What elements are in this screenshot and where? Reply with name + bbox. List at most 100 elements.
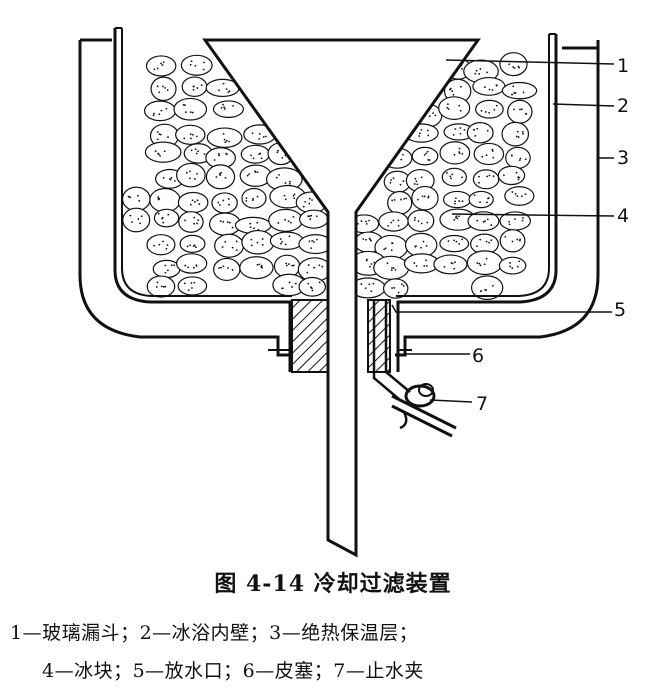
ice-speck [456,217,459,220]
ice-block [153,208,180,228]
ice-speck [453,218,456,221]
ice-speck [260,264,263,267]
ice-speck [476,219,479,222]
ice-speck [128,195,131,198]
ice-speck [218,267,221,269]
ice-speck [517,65,520,68]
ice-speck [183,282,186,285]
ice-speck [308,202,311,205]
ice-speck [293,193,296,196]
ice-speck [227,198,230,200]
ice-speck [294,282,297,285]
ice-speck [399,183,402,186]
ice-bath-inner-wall-right [121,28,292,297]
ice-speck [518,159,521,162]
ice-speck [193,222,196,225]
ice-speck [461,67,463,70]
ice-speck [509,262,511,264]
ice-speck [393,198,396,201]
ice-speck [219,172,221,175]
ice-speck [220,106,223,109]
ice-speck [194,178,196,180]
ice-speck [184,264,187,267]
legend-line-1: 1—玻璃漏斗；2—冰浴内壁；3—绝热保温层； [10,622,419,644]
ice-speck [512,66,515,68]
ice-speck [259,152,262,155]
callout-numbers: 1 2 3 4 5 6 7 [472,55,629,415]
ice-speck [479,290,482,292]
ice-speck [245,199,248,202]
ice-speck [479,201,481,204]
ice-speck [137,218,140,220]
ice-speck [196,199,199,202]
ice-speck [369,265,371,268]
ice-speck [156,85,159,88]
ice-speck [517,178,520,181]
ice-speck [434,114,437,117]
ice-speck [368,283,371,286]
ice-speck [484,111,487,113]
ice-block [239,256,274,280]
ice-speck [218,89,220,92]
ice-speck [383,248,386,251]
callout-7: 7 [476,393,488,415]
ice-speck [511,191,514,193]
ice-speck [245,197,248,200]
callout-6: 6 [472,345,484,367]
ice-speck [360,283,363,285]
ice-speck [512,85,515,88]
ice-speck [459,132,462,135]
ice-speck [421,195,424,198]
ice-speck [310,287,313,290]
ice-speck [140,215,143,218]
ice-speck [158,133,161,136]
ice-speck [162,61,165,64]
ice-speck [160,109,163,112]
ice-block [468,190,494,209]
ice-speck [187,289,190,292]
ice-speck [415,180,418,183]
ice-speck [164,87,167,89]
ice-speck [461,200,464,203]
ice-speck [321,265,324,268]
ice-speck [413,262,416,264]
ice-speck [165,107,168,110]
ice-block [173,97,208,121]
ice-speck [129,214,132,217]
ice-block [475,99,504,119]
ice-speck [508,220,510,223]
ice-speck [476,245,478,247]
ice-speck [370,239,372,242]
ice-speck [173,180,176,182]
ice-block [146,234,176,256]
ice-block [411,146,439,166]
ice-block [472,76,506,96]
ice-speck [459,127,462,129]
ice-speck [292,194,295,197]
ice-speck [261,238,264,240]
ice-speck [183,137,186,140]
ice-speck [191,287,193,289]
ice-speck [192,85,195,88]
ice-speck [425,265,428,267]
ice-speck [366,258,368,261]
ice-block [214,233,245,258]
ice-speck [402,153,404,156]
ice-block [181,76,208,97]
ice-speck [155,286,158,288]
ice-speck [156,131,159,133]
ice-speck [222,82,225,85]
ice-speck [254,170,256,173]
ice-speck [307,215,310,218]
ice-speck [256,241,259,244]
ice-speck [514,193,517,195]
ice-speck [196,222,198,225]
ice-speck [522,216,524,219]
ice-speck [153,112,155,115]
ice-speck [162,85,164,88]
ice-speck [251,199,254,201]
ice-speck [187,266,189,269]
ice-speck [516,195,519,198]
ice-speck [231,269,234,271]
ice-block [507,99,533,124]
